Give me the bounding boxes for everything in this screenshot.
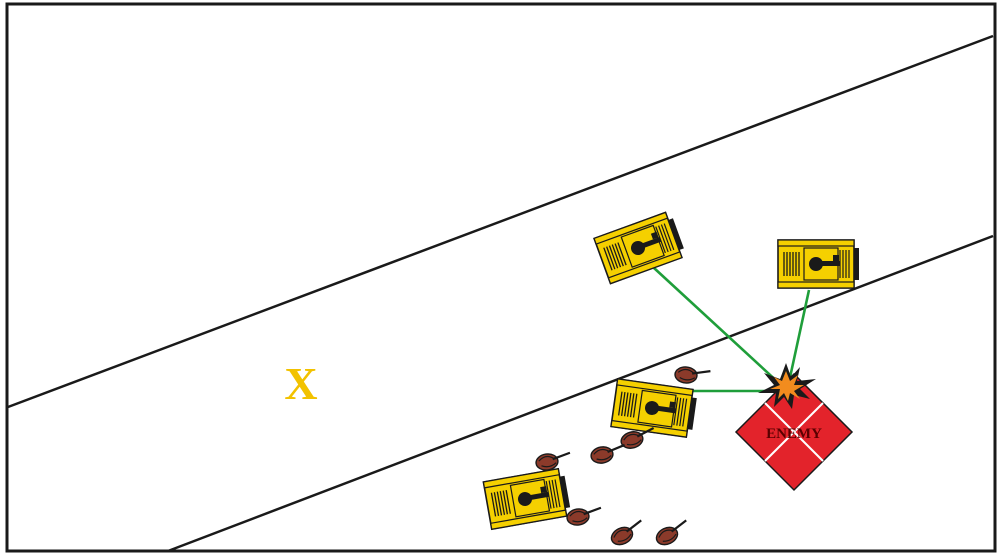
fire-line-2 [787,289,811,383]
vehicle-3 [610,378,699,439]
vehicle-2 [777,239,860,289]
enemy-label: ENEMY [766,426,822,442]
fire-line-1 [653,267,782,386]
explosion-icon [758,363,816,409]
road-edge-upper [7,34,994,409]
objective-marker: X [284,358,317,409]
fire-lines [653,267,811,393]
enemy-position [734,372,854,492]
road-edge-lower [167,234,994,553]
